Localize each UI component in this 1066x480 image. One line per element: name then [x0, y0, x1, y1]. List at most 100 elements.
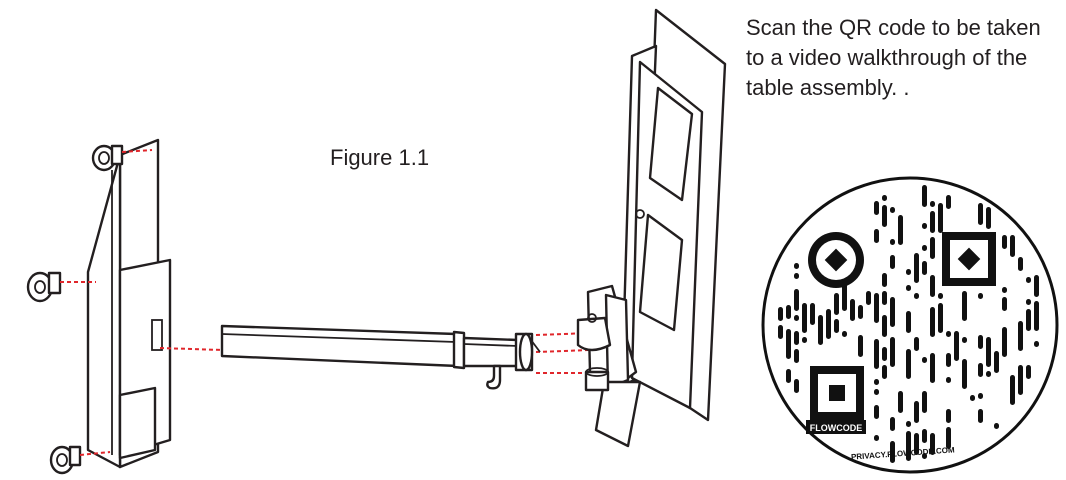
- qr-module: [946, 195, 951, 209]
- qr-module: [1002, 297, 1007, 311]
- qr-module: [906, 311, 911, 333]
- qr-module: [890, 297, 895, 327]
- qr-module: [946, 331, 951, 337]
- qr-module: [922, 453, 927, 459]
- qr-module: [978, 203, 983, 225]
- qr-module: [922, 245, 927, 251]
- qr-module: [882, 273, 887, 287]
- qr-module: [882, 315, 887, 337]
- qr-module: [946, 409, 951, 423]
- qr-module: [906, 421, 911, 427]
- qr-module: [970, 395, 975, 401]
- qr-module: [946, 353, 951, 367]
- qr-module: [882, 205, 887, 227]
- qr-module: [914, 433, 919, 455]
- qr-module: [882, 195, 887, 201]
- qr-module: [882, 291, 887, 305]
- qr-module: [962, 337, 967, 343]
- qr-module: [978, 293, 983, 299]
- qr-module: [962, 291, 967, 321]
- qr-module: [1034, 275, 1039, 297]
- qr-module: [882, 365, 887, 379]
- qr-module: [930, 433, 935, 455]
- qr-module: [794, 273, 799, 279]
- qr-module: [898, 391, 903, 413]
- qr-module: [914, 401, 919, 423]
- qr-module: [794, 331, 799, 345]
- qr-code-icon[interactable]: FLOWCODE PRIVACY.FLOWCODE.COM: [761, 176, 1059, 474]
- qr-module: [858, 305, 863, 319]
- qr-module: [938, 203, 943, 233]
- qr-module: [930, 237, 935, 259]
- qr-module: [986, 371, 991, 377]
- qr-module: [778, 307, 783, 321]
- qr-module: [1002, 287, 1007, 293]
- qr-module: [978, 363, 983, 377]
- qr-module: [818, 315, 823, 345]
- qr-module: [794, 315, 799, 321]
- qr-module: [986, 337, 991, 367]
- qr-module: [802, 303, 807, 333]
- qr-module: [1026, 365, 1031, 379]
- qr-module: [874, 405, 879, 419]
- qr-module: [946, 377, 951, 383]
- qr-module: [906, 349, 911, 379]
- qr-module: [1018, 321, 1023, 351]
- qr-module: [978, 409, 983, 423]
- left-panel: [86, 138, 172, 469]
- qr-module: [1026, 277, 1031, 283]
- qr-module: [858, 335, 863, 357]
- qr-module: [874, 389, 879, 395]
- qr-module: [922, 261, 927, 275]
- qr-module: [794, 379, 799, 393]
- qr-module: [962, 359, 967, 389]
- qr-module: [1010, 235, 1015, 257]
- caster-wheel-icon: [49, 445, 82, 475]
- qr-module: [914, 293, 919, 299]
- qr-module: [890, 207, 895, 213]
- qr-module: [890, 337, 895, 367]
- qr-module: [890, 417, 895, 431]
- qr-module: [1034, 301, 1039, 331]
- qr-module: [986, 207, 991, 229]
- qr-module: [882, 347, 887, 361]
- qr-module: [778, 325, 783, 339]
- caster-wheel-icon: [91, 144, 124, 172]
- qr-module: [1018, 365, 1023, 395]
- qr-module: [930, 275, 935, 297]
- qr-module: [786, 369, 791, 383]
- qr-module: [794, 289, 799, 311]
- qr-module: [1018, 257, 1023, 271]
- qr-instructions: Scan the QR code to be taken to a video …: [746, 15, 1041, 100]
- caster-wheel-icon: [26, 271, 62, 303]
- right-frame: [576, 8, 727, 448]
- qr-module: [794, 263, 799, 269]
- qr-module: [834, 319, 839, 333]
- qr-module: [890, 255, 895, 269]
- qr-module: [786, 329, 791, 359]
- qr-module: [1026, 309, 1031, 331]
- qr-module: [874, 201, 879, 215]
- qr-module: [794, 349, 799, 363]
- qr-module: [1010, 375, 1015, 405]
- qr-module: [914, 337, 919, 351]
- qr-module: [906, 285, 911, 291]
- qr-module: [930, 201, 935, 207]
- figure-label: Figure 1.1: [330, 145, 430, 170]
- qr-module: [1026, 299, 1031, 305]
- qr-module: [906, 269, 911, 275]
- qr-module: [922, 391, 927, 413]
- qr-module: [906, 431, 911, 461]
- qr-module: [866, 291, 871, 305]
- qr-module: [1034, 341, 1039, 347]
- qr-module: [938, 293, 943, 299]
- qr-module: [826, 309, 831, 339]
- qr-module: [1002, 235, 1007, 249]
- qr-module: [810, 303, 815, 325]
- qr-brand: FLOWCODE: [810, 423, 863, 433]
- qr-module: [874, 379, 879, 385]
- qr-module: [834, 293, 839, 315]
- qr-module: [922, 223, 927, 229]
- qr-module: [842, 281, 847, 311]
